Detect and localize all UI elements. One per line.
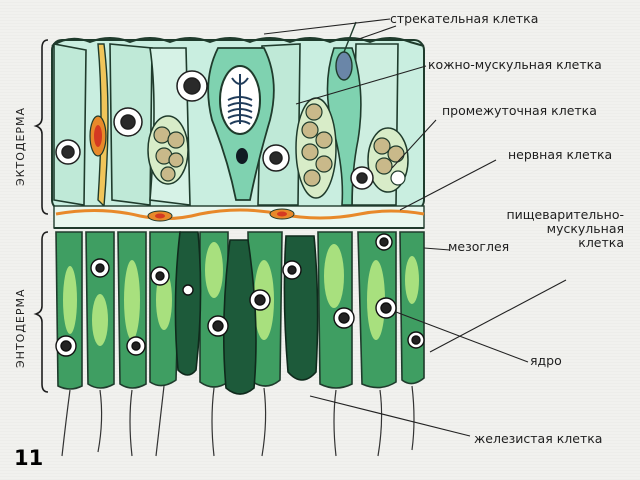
endoderm-bracket (33, 231, 49, 393)
label-interstitial-cell: промежуточная клетка (442, 103, 597, 118)
slide-number: 11 (14, 446, 44, 470)
ectoderm-nuclei (55, 70, 374, 190)
digestive-vacuoles (63, 242, 419, 346)
side-label-ectoderm: ЭКТОДЕРМА (14, 106, 27, 186)
label-cnidocyte: стрекательная клетка (390, 11, 539, 26)
label-digestive-muscle-line1: пищеварительно- (506, 207, 624, 222)
label-digestive-muscle-line3: клетка (578, 235, 624, 250)
leader-lines (263, 18, 567, 437)
endoderm-layer (55, 231, 425, 457)
label-glandular-cell: железистая клетка (474, 431, 603, 446)
nerve-net (55, 208, 425, 221)
interstitial-cell-cluster-right (367, 127, 409, 193)
flagella (61, 385, 415, 457)
side-brackets (33, 39, 49, 393)
interstitial-cell-cluster-left (147, 115, 189, 185)
side-label-endoderm: ЭНТОДЕРМА (14, 288, 27, 368)
endoderm-nuclei (55, 233, 425, 357)
glandular-cells (174, 231, 319, 395)
interstitial-cell-cluster-mid (295, 97, 337, 199)
ectoderm-bracket (33, 39, 49, 215)
label-nerve-cell: нервная клетка (508, 147, 613, 162)
label-nucleus: ядро (530, 353, 562, 368)
label-epithelial-muscle-cell: кожно-мускульная клетка (428, 57, 602, 72)
mesoglea-layer (53, 205, 425, 229)
ectoderm-layer (51, 21, 425, 211)
label-mesoglea: мезоглея (448, 239, 510, 254)
label-digestive-muscle-line2: мускульная (546, 221, 624, 236)
